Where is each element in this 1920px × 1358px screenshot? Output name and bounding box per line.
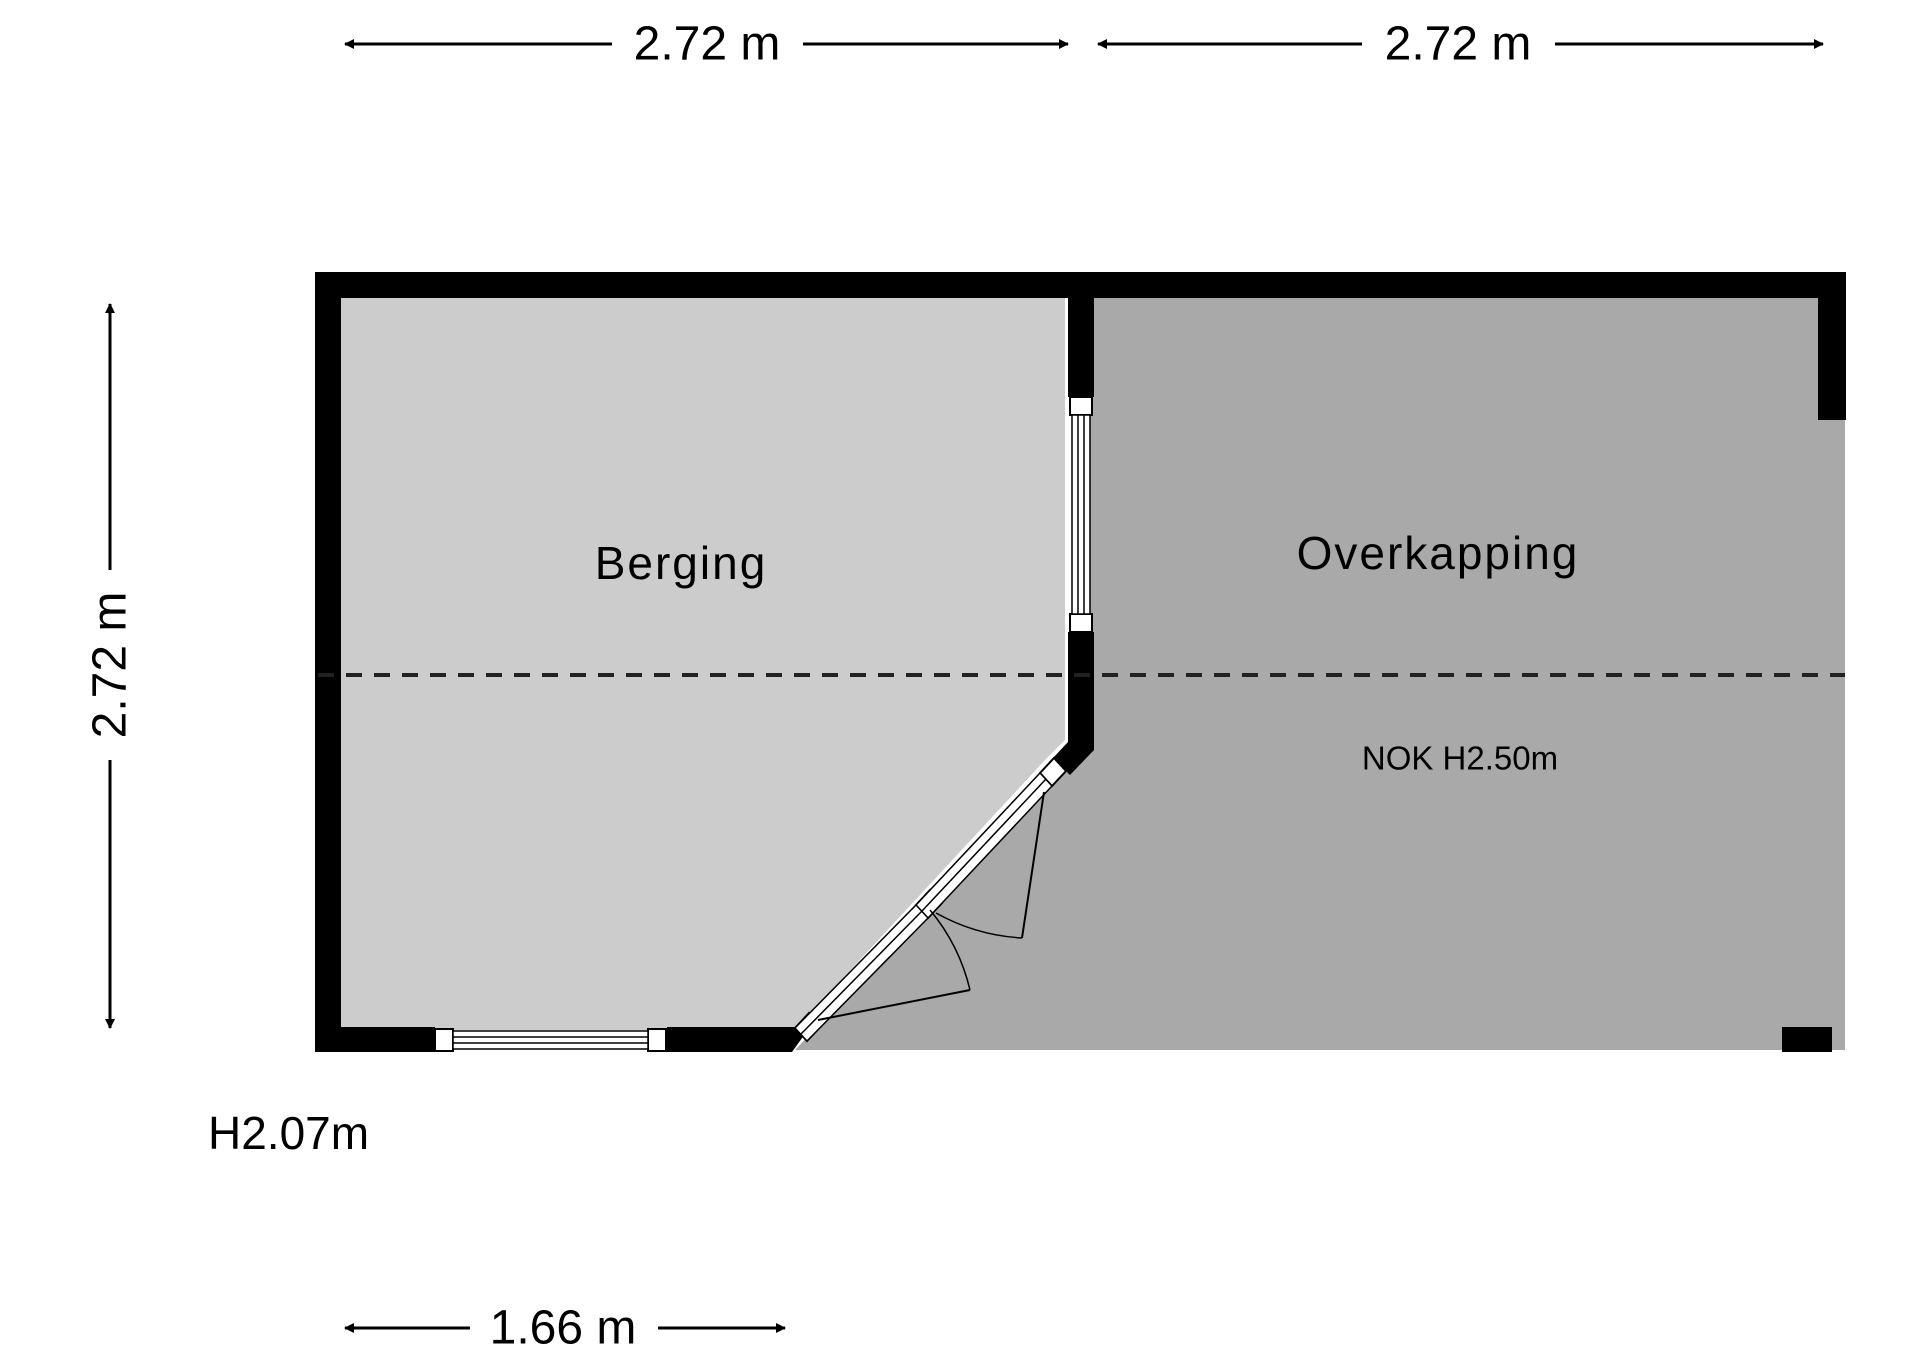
wall-top — [315, 272, 1845, 298]
dimension-label-bottom: 1.66 m — [490, 1302, 637, 1355]
wall-interior-lower — [1053, 632, 1094, 775]
overkapping-floor — [795, 295, 1845, 1050]
wall-right-stub — [1818, 272, 1846, 420]
diagonal-doors — [793, 756, 1068, 1043]
room-label-overkapping: Overkapping — [1297, 527, 1580, 579]
wall-interior-upper — [1068, 295, 1094, 397]
window-bottom — [434, 1028, 667, 1052]
wall-bottom-mid — [667, 1027, 810, 1052]
ridge-height-label: NOK H2.50m — [1362, 740, 1558, 777]
dimension-label-top-left: 2.72 m — [634, 18, 781, 71]
post-bottom-right — [1782, 1027, 1832, 1052]
berging-floor — [330, 295, 1065, 1030]
dimension-label-top-right: 2.72 m — [1385, 18, 1532, 71]
room-label-berging: Berging — [595, 537, 768, 589]
dimension-label-left: 2.72 m — [84, 592, 137, 739]
window-interior — [1069, 396, 1093, 633]
wall-bottom-left — [315, 1027, 435, 1052]
wall-left — [315, 272, 341, 1052]
wall-height-label: H2.07m — [208, 1107, 369, 1159]
